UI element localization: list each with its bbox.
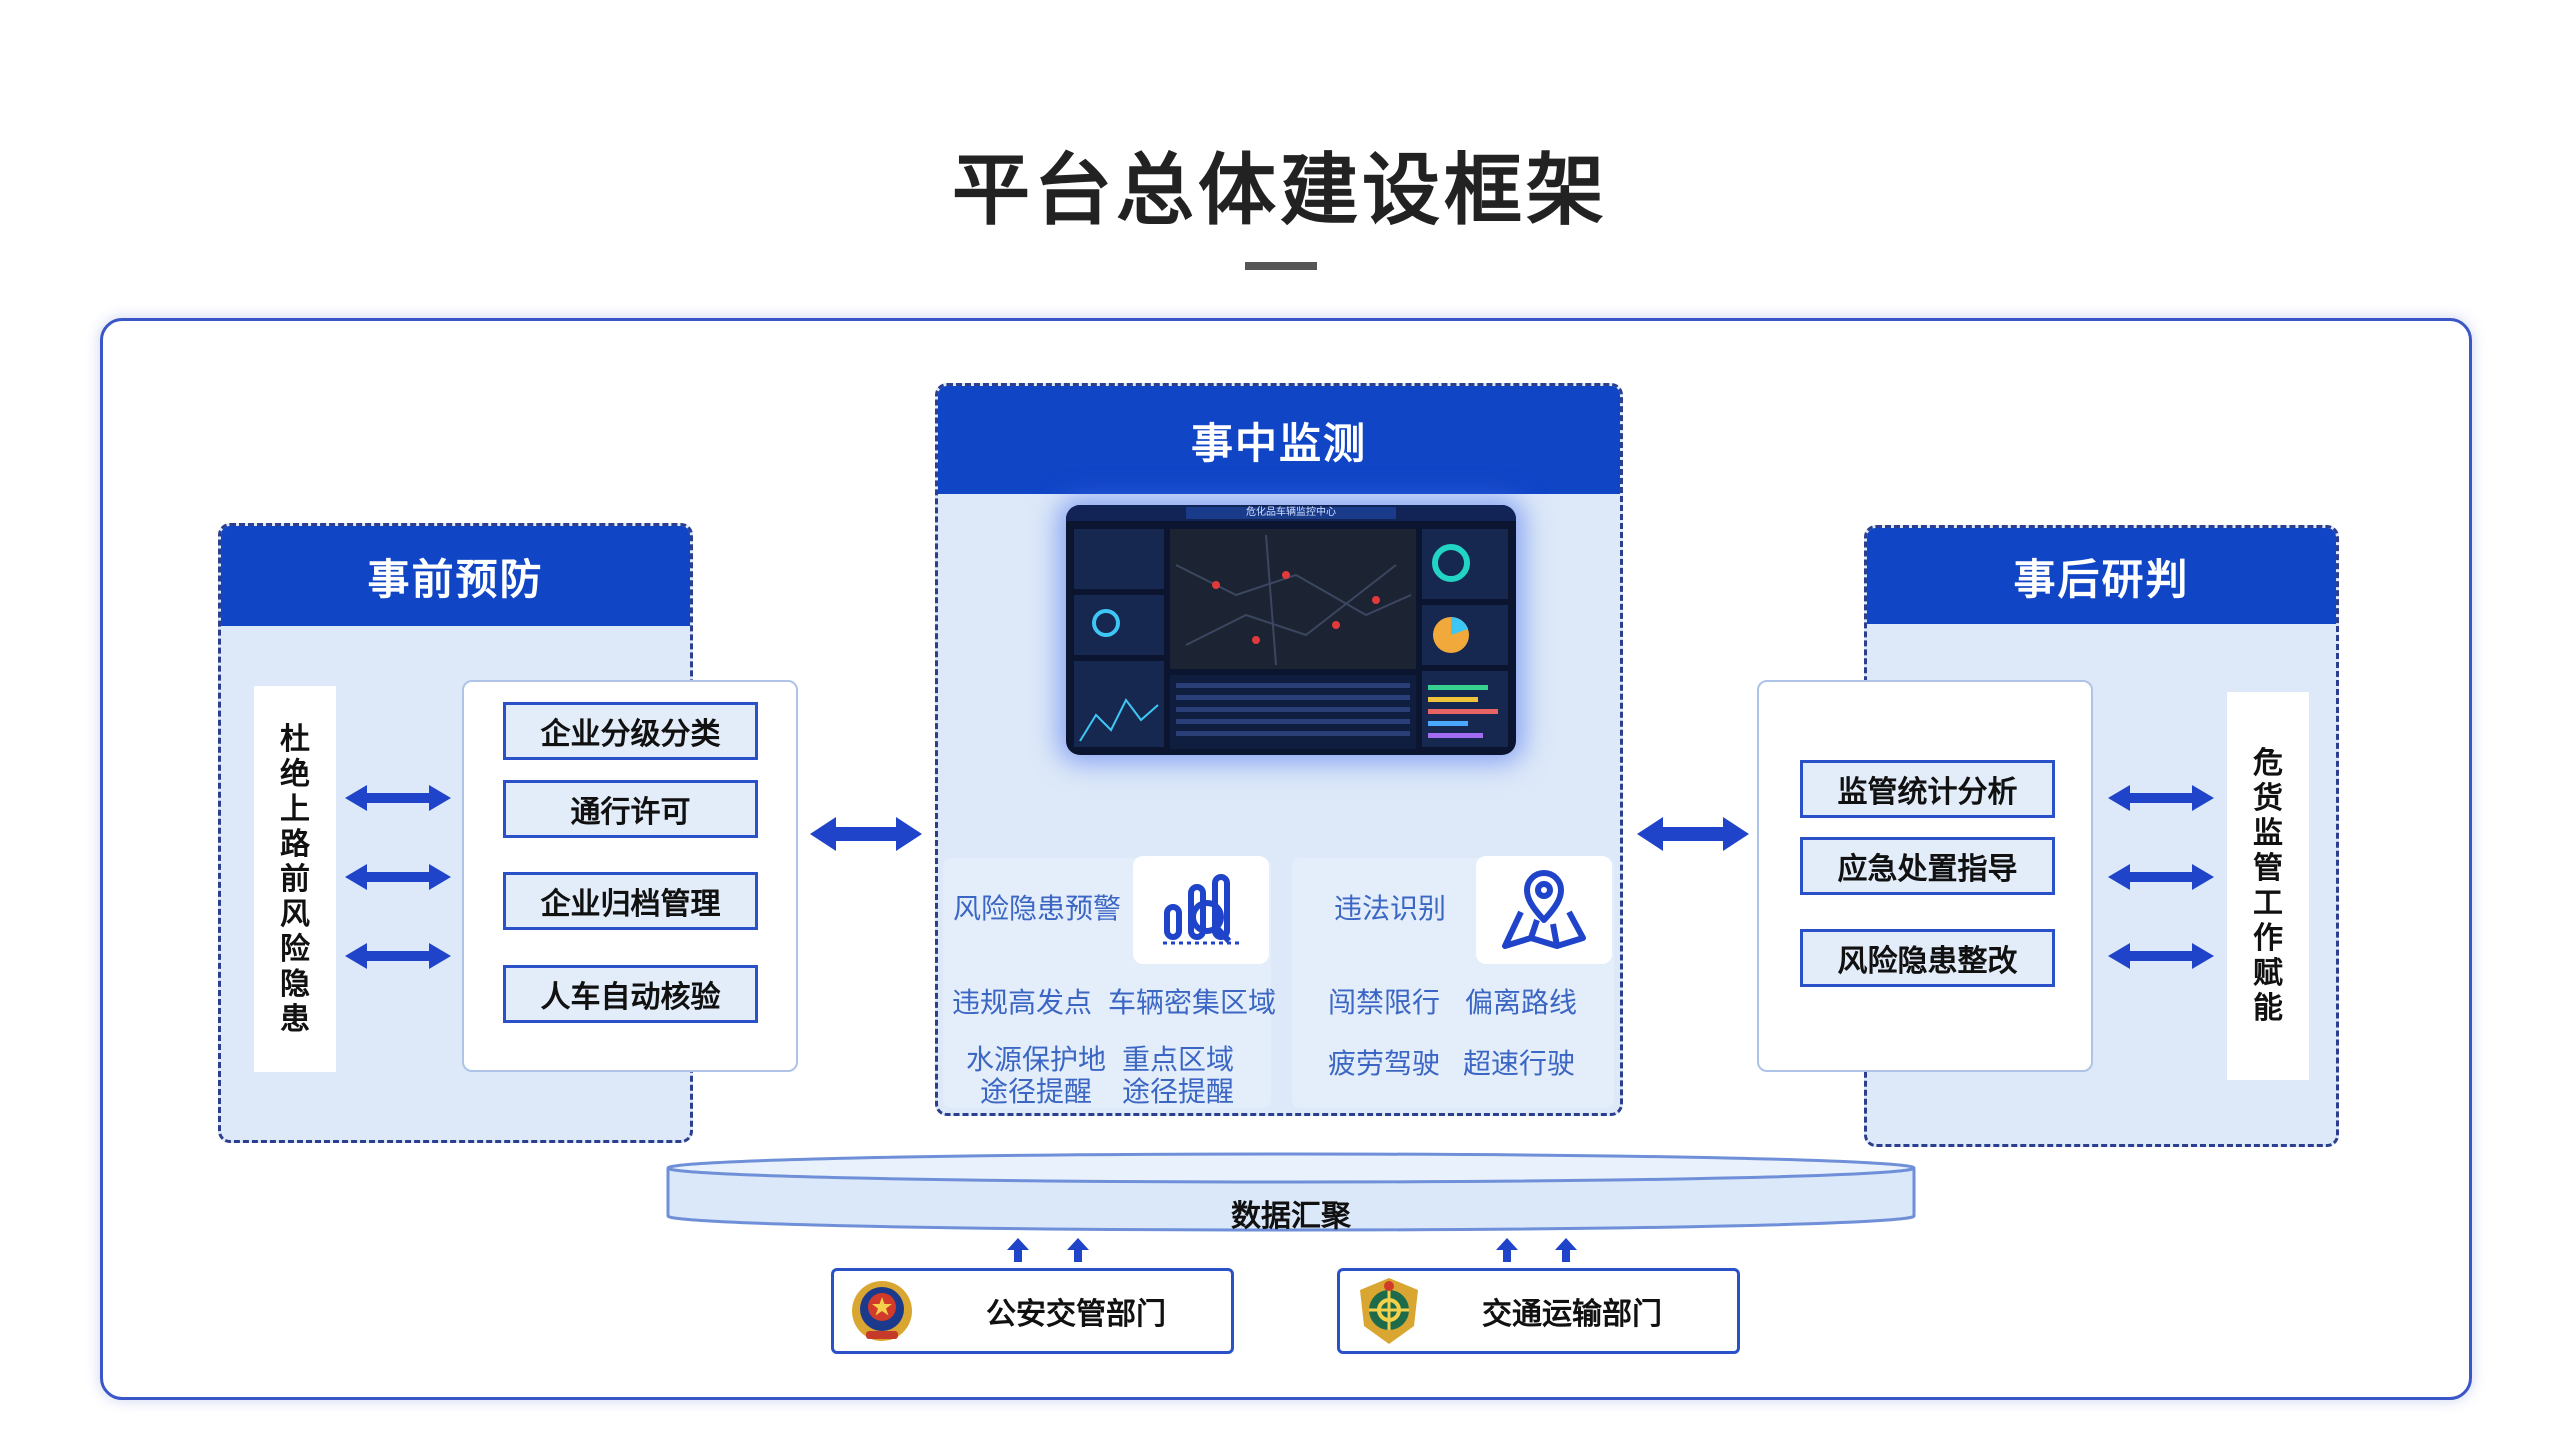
violation-id-icon-box bbox=[1476, 856, 1612, 964]
pre-side-label-char: 风 bbox=[280, 896, 310, 932]
risk-item-dense-area: 车辆密集区域 bbox=[1108, 986, 1277, 1019]
double-arrow-icon bbox=[345, 864, 451, 890]
double-arrow-icon bbox=[2108, 785, 2214, 811]
up-arrow-icon bbox=[1496, 1238, 1518, 1262]
item-vehicle-person-verify: 人车自动核验 bbox=[503, 965, 758, 1023]
up-arrow-icon bbox=[1067, 1238, 1089, 1262]
double-arrow-icon bbox=[2108, 943, 2214, 969]
pre-side-label-char: 绝 bbox=[280, 756, 310, 792]
transport-emblem-icon bbox=[1360, 1278, 1418, 1344]
item-enterprise-archive: 企业归档管理 bbox=[503, 872, 758, 930]
violation-item-fatigue: 疲劳驾驶 bbox=[1328, 1047, 1441, 1080]
connect-arrow-icon bbox=[1637, 817, 1749, 851]
dept-transport: 交通运输部门 bbox=[1337, 1268, 1740, 1354]
page-title: 平台总体建设框架 bbox=[951, 146, 1608, 236]
map-pin-icon bbox=[1502, 870, 1586, 949]
item-supervision-stats: 监管统计分析 bbox=[1800, 760, 2055, 818]
risk-warning-title: 风险隐患预警 bbox=[953, 892, 1122, 925]
post-side-label-char: 危 bbox=[2253, 746, 2283, 781]
pre-side-label-char: 险 bbox=[280, 931, 310, 967]
post-side-label-char: 赋 bbox=[2253, 956, 2283, 991]
post-side-label-char: 能 bbox=[2253, 991, 2283, 1026]
risk-item-violation-hotspot: 违规高发点 bbox=[952, 986, 1093, 1019]
double-arrow-icon bbox=[345, 943, 451, 969]
pre-side-label-char: 杜 bbox=[280, 721, 310, 757]
item-risk-rectification: 风险隐患整改 bbox=[1800, 929, 2055, 987]
dept-public-security: 公安交管部门 bbox=[831, 1268, 1234, 1354]
risk-item-key-area: 重点区域 途径提醒 bbox=[1122, 1043, 1235, 1108]
pre-event-side-label: 杜绝上路前风险隐患 bbox=[254, 686, 336, 1072]
pre-side-label-char: 患 bbox=[280, 1001, 310, 1037]
post-side-label-char: 货 bbox=[2253, 781, 2283, 816]
risk-item-water-source: 水源保护地 途径提醒 bbox=[966, 1043, 1107, 1108]
up-arrow-icon bbox=[1007, 1238, 1029, 1262]
item-pass-permit: 通行许可 bbox=[503, 780, 758, 838]
chart-search-icon bbox=[1163, 874, 1239, 945]
dept-public-security-label: 公安交管部门 bbox=[986, 1297, 1166, 1332]
data-hub-label: 数据汇聚 bbox=[1231, 1199, 1351, 1234]
dept-transport-label: 交通运输部门 bbox=[1482, 1297, 1662, 1332]
item-enterprise-classification: 企业分级分类 bbox=[503, 702, 758, 760]
connect-arrow-icon bbox=[810, 817, 922, 851]
violation-id-title: 违法识别 bbox=[1334, 892, 1447, 925]
double-arrow-icon bbox=[2108, 864, 2214, 890]
pre-event-header: 事前预防 bbox=[221, 526, 690, 626]
police-emblem-icon bbox=[852, 1281, 912, 1341]
pre-side-label-char: 路 bbox=[280, 826, 310, 862]
violation-item-deviation: 偏离路线 bbox=[1465, 986, 1578, 1019]
data-hub-cylinder bbox=[666, 1152, 1916, 1232]
dashboard-title: 危化品车辆监控中心 bbox=[1246, 507, 1336, 518]
post-side-label-char: 管 bbox=[2253, 851, 2283, 886]
item-emergency-guidance: 应急处置指导 bbox=[1800, 837, 2055, 895]
violation-item-restricted: 闯禁限行 bbox=[1328, 986, 1441, 1019]
title-underline bbox=[1245, 262, 1317, 270]
post-side-label-char: 作 bbox=[2253, 921, 2283, 956]
up-arrow-icon bbox=[1555, 1238, 1577, 1262]
pre-side-label-char: 前 bbox=[280, 861, 310, 897]
double-arrow-icon bbox=[345, 785, 451, 811]
monitoring-dashboard: 危化品车辆监控中心 bbox=[1066, 505, 1516, 755]
pre-side-label-char: 隐 bbox=[280, 966, 310, 1002]
post-event-header: 事后研判 bbox=[1867, 528, 2336, 624]
pre-side-label-char: 上 bbox=[280, 791, 310, 827]
post-side-label-char: 监 bbox=[2253, 816, 2283, 851]
risk-warning-icon-box bbox=[1133, 856, 1269, 964]
violation-item-speeding: 超速行驶 bbox=[1463, 1047, 1576, 1080]
post-side-label-char: 工 bbox=[2253, 886, 2283, 921]
mid-event-header: 事中监测 bbox=[938, 386, 1620, 494]
post-event-side-label: 危货监管工作赋能 bbox=[2227, 692, 2309, 1080]
